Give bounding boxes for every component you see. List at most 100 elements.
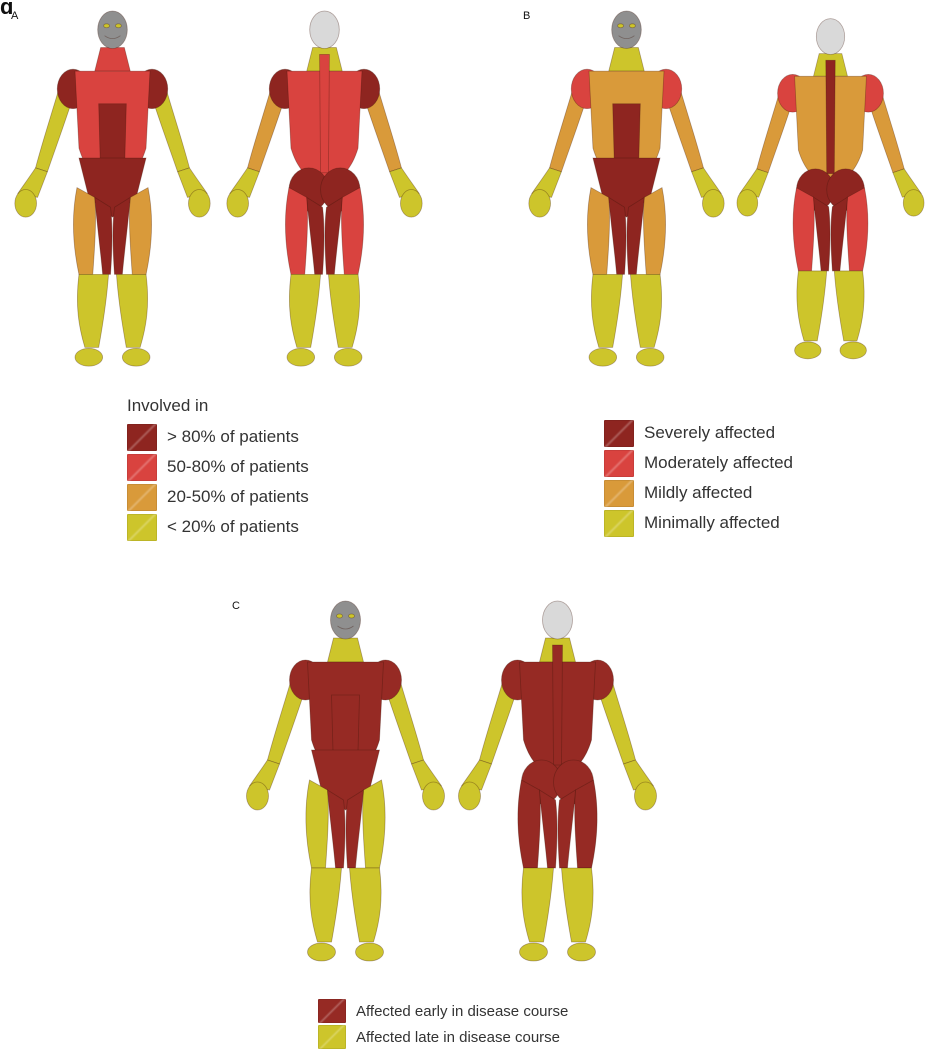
head [816, 19, 844, 55]
legend-swatch-over-80 [127, 424, 157, 451]
panel-c-legend: Affected early in disease course Affecte… [318, 998, 568, 1050]
legend-swatch-under-20 [127, 514, 157, 541]
head [98, 11, 128, 48]
legend-item: > 80% of patients [127, 422, 309, 452]
neck-region [95, 47, 131, 71]
left-foot-region [589, 348, 617, 366]
neck-region [609, 47, 645, 71]
neck-region [328, 638, 364, 662]
right-hand-region [423, 782, 445, 810]
legend-swatch-late [318, 1025, 346, 1049]
legend-item: Affected early in disease course [318, 998, 568, 1024]
right-inner-thigh-region [627, 197, 644, 274]
right-outer-thigh-region [847, 188, 868, 271]
right-foot-region [568, 943, 596, 961]
right-inner-thigh-region [325, 197, 342, 274]
panel-b-front-body-figure [524, 10, 729, 375]
right-hand-region [188, 190, 210, 218]
left-calf-region [289, 274, 320, 347]
head [612, 11, 642, 48]
legend-swatch-moderate [604, 450, 634, 477]
left-calf-region [591, 274, 622, 347]
left-hand-region [737, 190, 758, 216]
right-outer-thigh-region [341, 188, 363, 275]
panel-a-legend: Involved in > 80% of patients 50-80% of … [127, 396, 309, 542]
left-eye-muscle-region [337, 614, 343, 618]
left-hand-region [227, 190, 249, 218]
left-eye-muscle-region [618, 24, 624, 28]
head [310, 11, 340, 48]
legend-item: Minimally affected [604, 508, 793, 538]
head [543, 601, 573, 639]
left-calf-region [797, 271, 827, 341]
left-hand-region [459, 782, 481, 810]
left-inner-thigh-region [813, 197, 830, 271]
legend-label: Affected early in disease course [356, 1003, 568, 1020]
legend-item: Mildly affected [604, 478, 793, 508]
right-eye-muscle-region [629, 24, 635, 28]
left-foot-region [287, 348, 315, 366]
panel-c-front-body-figure [243, 600, 448, 970]
panel-c-letter: C [232, 600, 240, 612]
left-inner-thigh-region [609, 197, 626, 274]
left-inner-thigh-region [540, 790, 558, 868]
legend-swatch-mild [604, 480, 634, 507]
right-outer-thigh-region [575, 780, 597, 868]
legend-label: Moderately affected [644, 453, 793, 473]
right-calf-region [350, 868, 382, 942]
legend-label: 50-80% of patients [167, 457, 309, 477]
right-eye-muscle-region [115, 24, 121, 28]
right-calf-region [562, 868, 594, 942]
legend-label: > 80% of patients [167, 427, 299, 447]
left-outer-thigh-region [518, 780, 540, 868]
left-inner-thigh-region [95, 197, 112, 274]
left-hand-region [247, 782, 269, 810]
legend-item: 50-80% of patients [127, 452, 309, 482]
left-eye-muscle-region [104, 24, 110, 28]
right-foot-region [636, 348, 664, 366]
legend-swatch-severe [604, 420, 634, 447]
legend-swatch-early [318, 999, 346, 1023]
legend-label: Severely affected [644, 423, 775, 443]
right-outer-thigh-region [129, 188, 151, 275]
legend-item: < 20% of patients [127, 512, 309, 542]
legend-label: Affected late in disease course [356, 1029, 560, 1046]
right-inner-thigh-region [558, 790, 576, 868]
head [331, 601, 361, 639]
legend-swatch-20-50 [127, 484, 157, 511]
right-foot-region [122, 348, 150, 366]
left-outer-thigh-region [73, 188, 95, 275]
legend-swatch-minimal [604, 510, 634, 537]
spine-region [320, 54, 330, 172]
right-foot-region [356, 943, 384, 961]
right-inner-thigh-region [113, 197, 130, 274]
left-hand-region [15, 190, 37, 218]
spine-region [826, 60, 835, 173]
right-inner-thigh-region [346, 790, 364, 868]
right-calf-region [834, 271, 864, 341]
left-outer-thigh-region [306, 780, 328, 868]
legend-item: Severely affected [604, 418, 793, 448]
right-foot-region [334, 348, 362, 366]
right-hand-region [400, 190, 422, 218]
right-hand-region [702, 190, 724, 218]
left-inner-thigh-region [307, 197, 324, 274]
legend-item: 20-50% of patients [127, 482, 309, 512]
legend-item: Moderately affected [604, 448, 793, 478]
spine-region [553, 645, 563, 765]
left-calf-region [310, 868, 342, 942]
panel-a-back-body-figure [222, 10, 427, 375]
right-calf-region [630, 274, 661, 347]
legend-label: Minimally affected [644, 513, 780, 533]
left-hand-region [529, 190, 551, 218]
left-inner-thigh-region [328, 790, 346, 868]
legend-label: < 20% of patients [167, 517, 299, 537]
legend-label: 20-50% of patients [167, 487, 309, 507]
right-eye-muscle-region [349, 614, 355, 618]
left-foot-region [75, 348, 103, 366]
left-foot-region [520, 943, 548, 961]
right-outer-thigh-region [643, 188, 665, 275]
left-outer-thigh-region [587, 188, 609, 275]
right-calf-region [116, 274, 147, 347]
legend-title: Involved in [127, 396, 309, 416]
